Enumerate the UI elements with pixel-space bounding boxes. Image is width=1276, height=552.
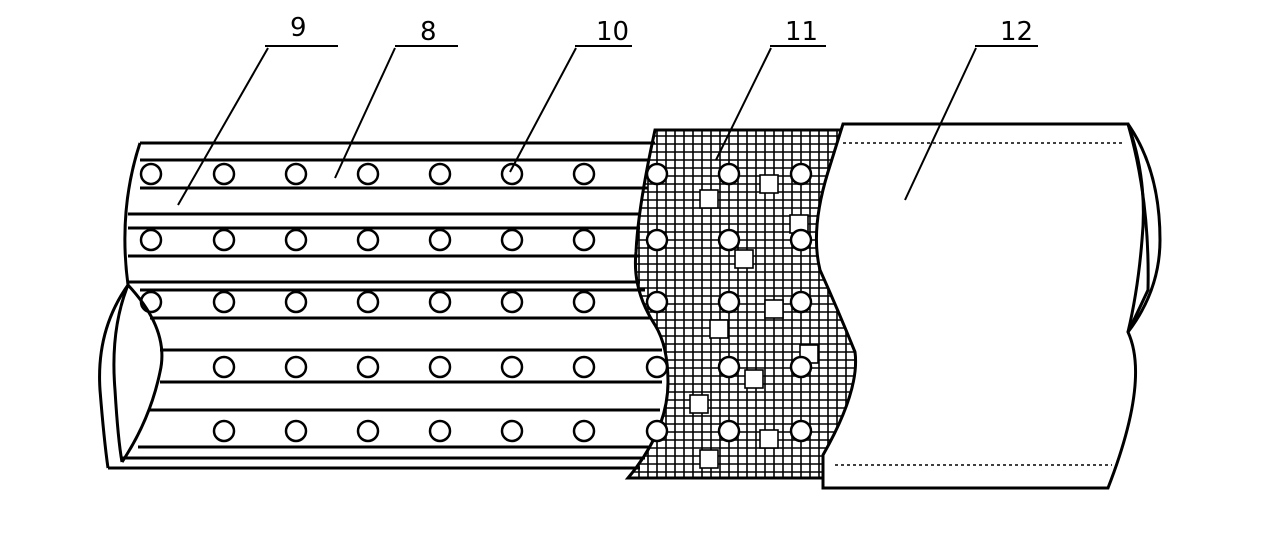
perforation-hole xyxy=(502,230,522,250)
perforation-hole xyxy=(502,421,522,441)
mesh-hole xyxy=(647,292,667,312)
perforation-hole xyxy=(502,292,522,312)
perforation-hole xyxy=(358,292,378,312)
outer-sleeve xyxy=(816,124,1160,488)
perforation-hole xyxy=(574,292,594,312)
perforation-hole xyxy=(141,230,161,250)
perforation-hole xyxy=(574,421,594,441)
label-10: 10 xyxy=(596,17,629,47)
perforation-hole xyxy=(286,230,306,250)
label-11: 11 xyxy=(785,17,818,47)
perforation-hole xyxy=(286,421,306,441)
strip-lines xyxy=(120,160,662,458)
perforation-hole xyxy=(214,230,234,250)
perforation-hole xyxy=(358,230,378,250)
perforation-hole xyxy=(430,292,450,312)
mesh-hole xyxy=(647,421,667,441)
perforation-hole xyxy=(430,357,450,377)
perforation-hole xyxy=(214,357,234,377)
perforation-hole xyxy=(502,357,522,377)
label-8: 8 xyxy=(420,17,437,47)
mesh-hole xyxy=(791,357,811,377)
mesh-hole xyxy=(719,164,739,184)
perforation-hole xyxy=(141,164,161,184)
perforation-hole xyxy=(286,357,306,377)
perforation-holes xyxy=(141,164,594,441)
mesh-hole xyxy=(647,357,667,377)
mesh-hole xyxy=(647,230,667,250)
perforation-hole xyxy=(286,164,306,184)
perforation-hole xyxy=(141,292,161,312)
perforation-hole xyxy=(214,421,234,441)
mesh-hole xyxy=(719,421,739,441)
perforation-hole xyxy=(430,421,450,441)
perforation-hole xyxy=(358,421,378,441)
label-9: 9 xyxy=(290,13,307,43)
mesh-hole xyxy=(791,164,811,184)
perforation-hole xyxy=(574,230,594,250)
label-12: 12 xyxy=(1000,17,1033,47)
mesh-hole xyxy=(719,357,739,377)
perforation-hole xyxy=(430,230,450,250)
perforated-tube xyxy=(100,143,662,468)
perforation-hole xyxy=(358,164,378,184)
perforation-hole xyxy=(430,164,450,184)
perforation-hole xyxy=(214,292,234,312)
perforation-hole xyxy=(286,292,306,312)
perforation-hole xyxy=(574,357,594,377)
perforation-hole xyxy=(214,164,234,184)
mesh-hole xyxy=(719,230,739,250)
perforation-hole xyxy=(358,357,378,377)
mesh-hole xyxy=(791,292,811,312)
mesh-hole xyxy=(719,292,739,312)
mesh-hole xyxy=(647,164,667,184)
perforation-hole xyxy=(574,164,594,184)
mesh-hole xyxy=(791,421,811,441)
mesh-hole xyxy=(791,230,811,250)
